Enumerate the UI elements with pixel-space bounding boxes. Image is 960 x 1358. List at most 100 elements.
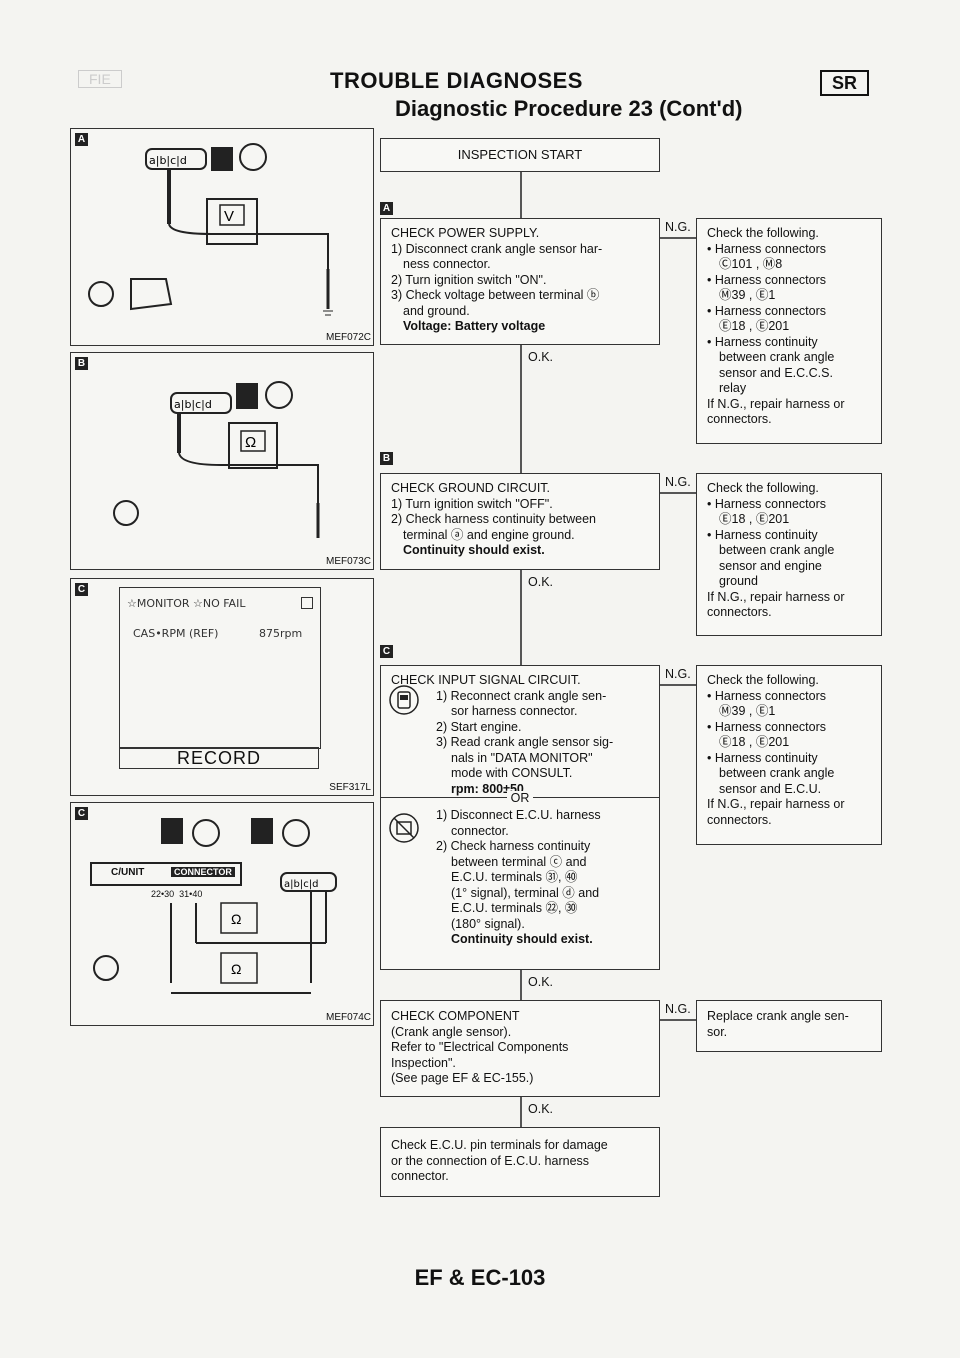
meter-label: V	[224, 208, 234, 225]
ng-text: Replace crank angle sen-	[707, 1009, 849, 1023]
connector-ref: Ⓜ39 , Ⓔ1	[719, 288, 776, 302]
connector-ref: Ⓔ18 , Ⓔ201	[719, 319, 790, 333]
figure-code: MEF074C	[325, 1012, 371, 1023]
step-text: CHECK COMPONENT	[391, 1009, 520, 1023]
page-subtitle: Diagnostic Procedure 23 (Cont'd)	[395, 96, 743, 121]
consult-tool-icon	[389, 685, 419, 715]
section-tag-left: FIE	[78, 70, 122, 88]
step-tag: A	[380, 202, 393, 215]
figure-c-ecu-panel: C a|b|c|d Ω Ω C/UNIT CONNECTOR 22•30 31•…	[70, 802, 374, 1026]
ok-label: O.K.	[528, 1102, 554, 1116]
check-power-supply-box: CHECK POWER SUPPLY. 1) Disconnect crank …	[380, 218, 660, 345]
meter-label: Ω	[231, 911, 241, 927]
ng-text: • Harness continuity	[707, 527, 818, 542]
ng-a-box: Check the following. • Harness connector…	[696, 218, 882, 444]
ng-text: connectors.	[707, 812, 772, 827]
ok-label: O.K.	[528, 350, 554, 364]
step-criterion: Continuity should exist.	[403, 543, 545, 557]
step-text: sor harness connector.	[451, 704, 578, 718]
ok-label: O.K.	[528, 575, 554, 589]
figure-tag: B	[75, 357, 88, 370]
ng-text: • Harness connectors	[707, 272, 827, 287]
check-component-box: CHECK COMPONENT (Crank angle sensor). Re…	[380, 1000, 660, 1097]
step-text: Refer to "Electrical Components	[391, 1040, 569, 1054]
check-ground-circuit-box: CHECK GROUND CIRCUIT. 1) Turn ignition s…	[380, 473, 660, 570]
ng-text: • Harness continuity	[707, 334, 818, 349]
record-button: RECORD	[119, 747, 319, 769]
ng-label: N.G.	[665, 220, 691, 234]
ground-continuity-diagram: a|b|c|d Ω	[113, 381, 320, 538]
step-text: (See page EF & EC-155.)	[391, 1071, 534, 1085]
ng-text: Check the following.	[707, 226, 819, 240]
connector-label: CONNECTOR	[171, 867, 235, 877]
ng-label: N.G.	[665, 1002, 691, 1016]
step-text: (180° signal).	[451, 916, 525, 931]
disconnected-icon	[389, 813, 419, 843]
ng-text: If N.G., repair harness or	[707, 396, 845, 411]
step-text: (Crank angle sensor).	[391, 1024, 512, 1039]
step-text: 1) Turn ignition switch "OFF".	[391, 496, 553, 511]
ng-text: • Harness connectors	[707, 719, 827, 734]
step-text: between terminal ⓒ and	[451, 854, 587, 869]
unit-label: C/UNIT	[111, 867, 145, 878]
step-criterion: Voltage: Battery voltage	[403, 319, 546, 333]
ng-text: • Harness continuity	[707, 750, 818, 765]
ng-c-box: Check the following. • Harness connector…	[696, 665, 882, 845]
ng-text: Check the following.	[707, 481, 819, 495]
inspection-start-label: INSPECTION START	[457, 147, 583, 162]
step-tag: C	[380, 645, 393, 658]
step-text: nals in "DATA MONITOR"	[451, 750, 593, 765]
page-number: EF & EC-103	[414, 1265, 546, 1290]
consult-screen	[119, 587, 321, 749]
step-text: connector.	[451, 823, 509, 838]
step-text: 2) Check harness continuity between	[391, 512, 596, 526]
ng-text: between crank angle	[719, 543, 835, 557]
step-text: E.C.U. terminals ㉒, ㉚	[451, 901, 578, 915]
voltage-measurement-diagram: a|b|c|d V	[88, 143, 333, 316]
monitor-line: ☆MONITOR ☆NO FAIL	[127, 597, 246, 610]
figure-tag: C	[75, 807, 88, 820]
connector-ref: Ⓔ18 , Ⓔ201	[719, 735, 790, 749]
check-input-signal-box: CHECK INPUT SIGNAL CIRCUIT. 1) Reconnect…	[380, 665, 660, 970]
step-tag: B	[380, 452, 393, 465]
step-text: 2) Check harness continuity	[436, 839, 591, 853]
step-text: CHECK GROUND CIRCUIT.	[391, 481, 551, 495]
step-text: 3) Check voltage between terminal ⓑ	[391, 288, 600, 302]
ng-text: connectors.	[707, 605, 772, 619]
step-text: 3) Read crank angle sensor sig-	[436, 735, 614, 749]
figure-code: MEF072C	[325, 332, 371, 343]
ng-text: • Harness connectors	[707, 241, 827, 256]
ng-text: Check the following.	[707, 673, 819, 687]
ok-label: O.K.	[528, 975, 554, 989]
step-text: 1) Disconnect E.C.U. harness	[436, 808, 601, 822]
step-text: mode with CONSULT.	[451, 766, 573, 780]
step-text: CHECK INPUT SIGNAL CIRCUIT.	[391, 673, 581, 687]
final-text: Check E.C.U. pin terminals for damage	[391, 1138, 608, 1152]
connector-ref: Ⓔ18 , Ⓔ201	[719, 512, 790, 526]
checkbox-icon	[301, 597, 313, 609]
step-criterion: Continuity should exist.	[451, 932, 593, 946]
meter-label: Ω	[231, 961, 241, 977]
step-text: ness connector.	[403, 257, 491, 271]
svg-text:a|b|c|d: a|b|c|d	[149, 154, 187, 167]
ng-text: sensor and E.C.U.	[719, 781, 822, 796]
meter-label: Ω	[245, 434, 256, 451]
svg-text:a|b|c|d: a|b|c|d	[284, 879, 318, 890]
figure-tag: A	[75, 133, 88, 146]
pin-numbers: 22•30 31•40	[151, 889, 203, 899]
ecu-continuity-diagram: a|b|c|d Ω Ω	[90, 818, 337, 994]
final-check-box: Check E.C.U. pin terminals for damage or…	[380, 1127, 660, 1197]
figure-code: MEF073C	[325, 556, 371, 567]
reading-label: CAS•RPM (REF)	[133, 627, 219, 640]
ng-text: • Harness connectors	[707, 688, 827, 703]
ng-text: sensor and engine	[719, 558, 822, 573]
final-text: or the connection of E.C.U. harness	[391, 1153, 590, 1168]
ng-text: If N.G., repair harness or	[707, 797, 845, 811]
figure-code: SEF317L	[329, 782, 371, 793]
ng-text: between crank angle	[719, 766, 835, 780]
ng-text: sor.	[707, 1024, 728, 1039]
connector-ref: Ⓜ39 , Ⓔ1	[719, 704, 776, 718]
ng-text: sensor and E.C.C.S.	[719, 365, 833, 380]
section-badge: SR	[820, 70, 870, 96]
